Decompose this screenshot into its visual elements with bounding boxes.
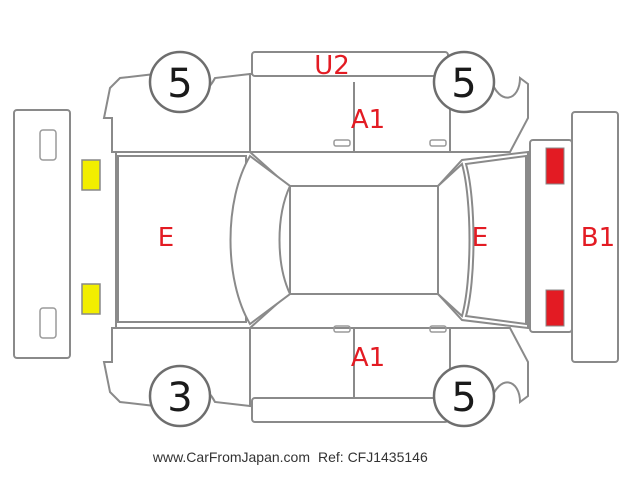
damage-code-lower-side: A1 [351, 343, 385, 373]
tyre-rear-right-grade: 5 [451, 375, 476, 421]
windshield [229, 154, 292, 326]
rear-deck [464, 154, 527, 326]
footer-ref: Ref: CFJ1435146 [318, 449, 428, 465]
headlight-marker-top [81, 159, 101, 191]
taillight-marker-bottom [545, 289, 565, 327]
rear-window [437, 162, 471, 318]
top-view-body [115, 150, 529, 330]
footer-site: www.CarFromJapan.com [152, 449, 310, 465]
tyre-front-right-grade: 5 [451, 61, 476, 107]
tail-light-block [529, 139, 573, 333]
damage-code-roof-front: U2 [314, 51, 350, 81]
damage-code-hood: E [158, 223, 174, 253]
taillight-marker-top [545, 147, 565, 185]
tyre-front-right: 5 [432, 50, 496, 114]
headlight-marker-bottom [81, 283, 101, 315]
tyre-rear-left-grade: 3 [167, 375, 192, 421]
damage-code-rear-bumper: B1 [581, 223, 615, 253]
damage-code-upper-side: A1 [351, 105, 385, 135]
tyre-rear-right: 5 [432, 364, 496, 428]
tyre-front-left-grade: 5 [167, 61, 192, 107]
hood [117, 155, 247, 323]
damage-code-rear-deck: E [472, 223, 488, 253]
tyre-front-left: 5 [148, 50, 212, 114]
front-bumper [13, 109, 71, 359]
roof [289, 185, 439, 295]
tyre-rear-left: 3 [148, 364, 212, 428]
